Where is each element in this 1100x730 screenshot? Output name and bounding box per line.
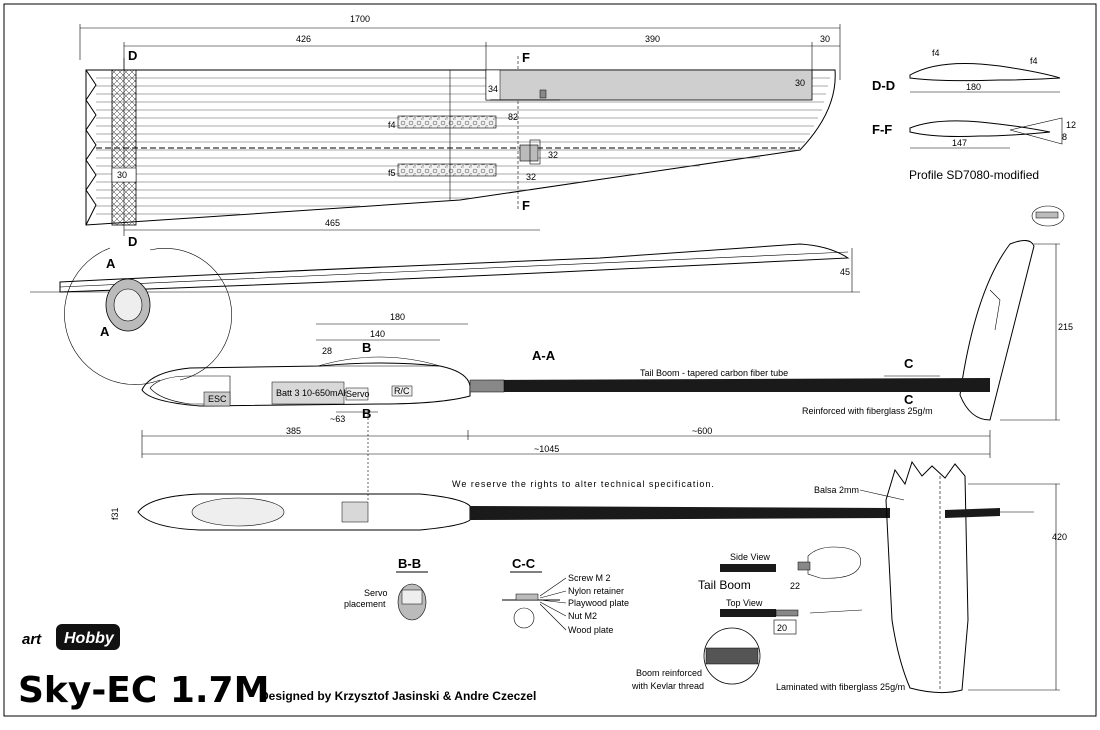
dim-aileron-width: 34 <box>488 84 498 94</box>
dim-inner-panel: 426 <box>296 34 311 44</box>
boom-note-1: Boom reinforced <box>636 668 702 678</box>
brand-name: Hobby <box>64 630 115 647</box>
stab-laminated: Laminated with fiberglass 25g/m <box>776 682 905 692</box>
stab-balsa: Balsa 2mm <box>814 485 859 495</box>
fuselage-side-view: 180 140 28 B B A-A Batt 3 10-650mAH ESC … <box>141 312 991 500</box>
brand-logo: art Hobby <box>22 624 120 650</box>
dim-fuse-1045: ~1045 <box>534 444 559 454</box>
dim-servo-box-h: 32 <box>548 150 558 160</box>
dim-dd-f2: f4 <box>1030 56 1038 66</box>
wing-plan-view: 1700 426 390 30 D D F F <box>79 14 841 249</box>
dim-servo-box-w: 32 <box>526 172 536 182</box>
section-d-top: D <box>128 48 137 63</box>
section-d-bottom: D <box>128 234 137 249</box>
dim-aileron-end: 30 <box>795 78 805 88</box>
section-c-top: C <box>904 356 914 371</box>
section-f-top: F <box>522 50 530 65</box>
boom-note-2: with Kevlar thread <box>631 681 704 691</box>
boom-title: Tail Boom <box>698 578 751 592</box>
section-c-bottom: C <box>904 392 914 407</box>
section-dd: D-D 180 f4 f4 <box>872 48 1061 93</box>
cc-note-5: Wood plate <box>568 625 613 635</box>
dim-fuse-180: 180 <box>390 312 405 322</box>
dim-span-total: 1700 <box>350 14 370 24</box>
rib-f4: f4 <box>388 120 396 130</box>
dim-dd-chord: 180 <box>966 82 981 92</box>
dim-ff-h1: 8 <box>1062 132 1067 142</box>
dim-fuse-28: 28 <box>322 346 332 356</box>
dim-ff-h2: 12 <box>1066 120 1076 130</box>
servo-placement-2: placement <box>344 599 386 609</box>
brand-prefix: art <box>22 631 42 648</box>
dim-root: 30 <box>117 170 127 180</box>
fuse-rx: R/C <box>394 386 410 396</box>
section-cc-detail: C-C Screw M 2 Nylon retainer Playwood pl… <box>502 556 629 635</box>
boom-top-view: Top View <box>726 598 763 608</box>
wing-ribs <box>96 77 830 215</box>
boom-side-view: Side View <box>730 552 770 562</box>
cc-note-4: Nut M2 <box>568 611 597 621</box>
tail-boom-detail: Side View Tail Boom 22 Top View 20 Boom … <box>631 546 863 691</box>
designers: Designed by Krzysztof Jasinski & Andre C… <box>260 689 536 703</box>
dim-fuse-600: ~600 <box>692 426 712 436</box>
section-ff-label: F-F <box>872 122 892 137</box>
section-dd-label: D-D <box>872 78 895 93</box>
dim-ff-chord: 147 <box>952 138 967 148</box>
section-bb-label: B-B <box>398 556 421 571</box>
dim-trailing-length: 465 <box>325 218 340 228</box>
section-bb-detail: B-B Servo placement <box>344 556 428 621</box>
stabilizer-view: 420 Balsa 2mm Laminated with fiberglass … <box>776 460 1067 694</box>
rib-f5: f5 <box>388 168 396 178</box>
fuse-batt: Batt 3 10-650mAH <box>276 388 350 398</box>
boom-dim-20: 20 <box>777 623 787 633</box>
dim-tip: 30 <box>820 34 830 44</box>
dim-fuse-385: 385 <box>286 426 301 436</box>
dim-fuse-140: 140 <box>370 329 385 339</box>
servo-placement-1: Servo <box>364 588 388 598</box>
section-a-top: A <box>106 256 116 271</box>
section-b-top: B <box>362 340 371 355</box>
dim-stab-height: 420 <box>1052 532 1067 542</box>
reserve-note: We reserve the rights to alter technical… <box>452 479 715 489</box>
section-f-bottom: F <box>522 198 530 213</box>
fuse-tail-boom-note: Tail Boom - tapered carbon fiber tube <box>640 368 788 378</box>
sheet-border <box>3 3 1097 717</box>
fuse-reinforced-note: Reinforced with fiberglass 25g/m <box>802 406 933 416</box>
dim-spar-offset: 82 <box>508 112 518 122</box>
brand-badge <box>56 624 120 650</box>
dim-fuse-63: ~63 <box>330 414 345 424</box>
fin-side-view: 215 <box>959 205 1073 421</box>
fuse-esc: ESC <box>208 394 227 404</box>
dim-fuse-width: f31 <box>110 507 120 520</box>
cc-note-3: Playwood plate <box>568 598 629 608</box>
profile-note: Profile SD7080-modified <box>909 168 1039 182</box>
dim-dihedral-height: 45 <box>840 267 850 277</box>
fuse-servo: Servo <box>346 389 370 399</box>
section-cc-label: C-C <box>512 556 536 571</box>
boom-dim-22: 22 <box>790 581 800 591</box>
section-ff: F-F 147 8 12 <box>872 117 1076 149</box>
fuselage-top-view: f31 <box>110 493 890 531</box>
cc-note-2: Nylon retainer <box>568 586 624 596</box>
dim-outer-panel: 390 <box>645 34 660 44</box>
dim-fin-height: 215 <box>1058 322 1073 332</box>
page-title: Sky-EC 1.7M <box>18 670 269 711</box>
section-b-bottom: B <box>362 406 371 421</box>
wing-front-view: 45 A A <box>30 243 860 385</box>
section-a-bottom: A <box>100 324 110 339</box>
dim-dd-f1: f4 <box>932 48 940 58</box>
cc-note-1: Screw M 2 <box>568 573 611 583</box>
section-aa-label: A-A <box>532 348 556 363</box>
